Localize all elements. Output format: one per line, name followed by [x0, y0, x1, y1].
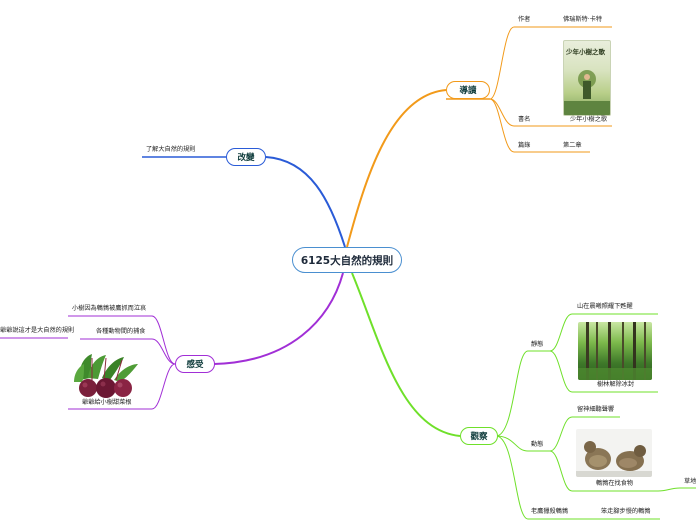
connector-observe	[351, 272, 461, 437]
change-item[interactable]: 了解大自然的規則	[146, 146, 196, 153]
forest-image	[578, 322, 652, 380]
guide-chapter-value[interactable]: 第二章	[563, 142, 582, 149]
central-topic[interactable]: 6125大自然的規則	[292, 247, 402, 273]
observe-motion-key[interactable]: 動態	[531, 441, 544, 448]
connector-change	[265, 156, 346, 248]
topic-feeling[interactable]: 感受	[175, 355, 215, 373]
connector-guide-sub	[489, 26, 515, 100]
book-cover-title: 少年小樹之歌	[566, 48, 605, 56]
guide-book-value[interactable]: 少年小樹之歌	[570, 116, 608, 123]
observe-hawk-key[interactable]: 老鷹獵殺鵪鶉	[531, 508, 569, 515]
connector-guide	[346, 89, 447, 248]
observe-quiet-1[interactable]: 山在晨曦照耀下甦醒	[577, 303, 633, 310]
observe-quiet-key[interactable]: 靜態	[531, 341, 544, 348]
feeling-item-4[interactable]: 爺爺給小樹甜菜根	[82, 399, 132, 406]
guide-author-key[interactable]: 作者	[518, 16, 531, 23]
topic-change[interactable]: 改變	[226, 148, 266, 166]
guide-chapter-key[interactable]: 篇錄	[518, 142, 531, 149]
observe-motion-2[interactable]: 鵪鶉在找食物	[596, 480, 634, 487]
observe-quiet-2[interactable]: 樹林解除冰封	[597, 381, 635, 388]
topic-observe[interactable]: 觀察	[460, 427, 498, 445]
book-cover-image: 少年小樹之歌	[563, 40, 611, 116]
feeling-item-1[interactable]: 小樹因為鵪鶉被鷹抓而泣哀	[72, 305, 147, 312]
feeling-item-3[interactable]: 爺爺說這才是大自然的規則	[0, 327, 75, 334]
beetroot-image	[66, 352, 146, 398]
observe-motion-3[interactable]: 草地	[684, 478, 696, 485]
guide-author-value[interactable]: 佛瑞斯特·卡特	[563, 16, 603, 23]
topic-guide[interactable]: 導讀	[446, 81, 490, 99]
feeling-item-2[interactable]: 各種動物間的捕食	[96, 328, 146, 335]
guide-book-key[interactable]: 書名	[518, 116, 531, 123]
observe-motion-1[interactable]: 留神細聽聲響	[577, 406, 615, 413]
quail-image	[576, 429, 652, 477]
observe-hawk-value[interactable]: 笨走腳步慢的鵪鶉	[601, 508, 651, 515]
connector-feeling	[213, 272, 344, 365]
